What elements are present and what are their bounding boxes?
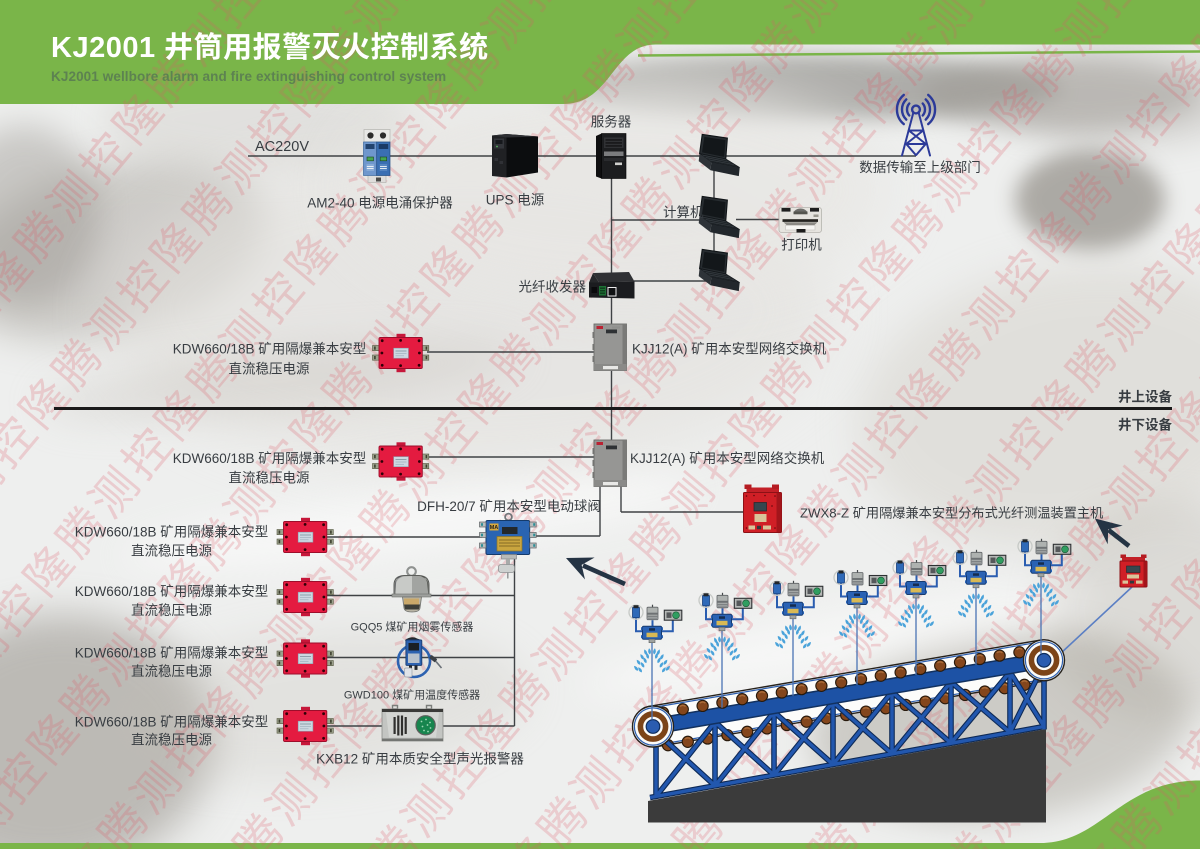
svg-text:MA: MA — [490, 525, 499, 531]
svg-text:ZWX8-Z 矿用隔爆兼本安型分布式光纤测温装置主机: ZWX8-Z 矿用隔爆兼本安型分布式光纤测温装置主机 — [800, 506, 1103, 521]
svg-text:直流稳压电源: 直流稳压电源 — [229, 471, 310, 486]
svg-text:AC220V: AC220V — [255, 139, 309, 155]
svg-text:KDW660/18B 矿用隔爆兼本安型: KDW660/18B 矿用隔爆兼本安型 — [173, 451, 367, 466]
svg-text:光纤收发器: 光纤收发器 — [519, 280, 587, 295]
svg-text:KXB12 矿用本质安全型声光报警器: KXB12 矿用本质安全型声光报警器 — [316, 751, 524, 767]
svg-text:数据传输至上级部门: 数据传输至上级部门 — [859, 160, 981, 175]
svg-text:井上设备: 井上设备 — [1118, 389, 1172, 405]
svg-text:直流稳压电源: 直流稳压电源 — [131, 733, 212, 748]
svg-text:KDW660/18B 矿用隔爆兼本安型: KDW660/18B 矿用隔爆兼本安型 — [75, 525, 269, 540]
svg-text:直流稳压电源: 直流稳压电源 — [131, 664, 212, 679]
svg-text:KDW660/18B 矿用隔爆兼本安型: KDW660/18B 矿用隔爆兼本安型 — [173, 342, 367, 357]
svg-text:井下设备: 井下设备 — [1118, 417, 1172, 433]
svg-text:打印机: 打印机 — [781, 237, 822, 253]
svg-text:KJJ12(A) 矿用本安型网络交换机: KJJ12(A) 矿用本安型网络交换机 — [632, 341, 827, 357]
svg-text:直流稳压电源: 直流稳压电源 — [229, 362, 310, 377]
svg-text:GQQ5 煤矿用烟雾传感器: GQQ5 煤矿用烟雾传感器 — [351, 620, 474, 634]
svg-text:UPS 电源: UPS 电源 — [486, 193, 545, 208]
svg-text:KDW660/18B 矿用隔爆兼本安型: KDW660/18B 矿用隔爆兼本安型 — [75, 715, 269, 730]
svg-text:KDW660/18B 矿用隔爆兼本安型: KDW660/18B 矿用隔爆兼本安型 — [75, 646, 269, 661]
svg-text:GWD100 煤矿用温度传感器: GWD100 煤矿用温度传感器 — [344, 688, 480, 702]
svg-text:KDW660/18B 矿用隔爆兼本安型: KDW660/18B 矿用隔爆兼本安型 — [75, 584, 269, 599]
svg-text:AM2-40 电源电涌保护器: AM2-40 电源电涌保护器 — [307, 196, 453, 211]
svg-text:KJJ12(A) 矿用本安型网络交换机: KJJ12(A) 矿用本安型网络交换机 — [630, 450, 825, 466]
svg-text:服务器: 服务器 — [591, 115, 632, 130]
svg-text:计算机: 计算机 — [663, 205, 704, 220]
svg-text:直流稳压电源: 直流稳压电源 — [131, 544, 212, 559]
svg-text:DFH-20/7 矿用本安型电动球阀: DFH-20/7 矿用本安型电动球阀 — [417, 499, 601, 514]
svg-text:直流稳压电源: 直流稳压电源 — [131, 603, 212, 618]
